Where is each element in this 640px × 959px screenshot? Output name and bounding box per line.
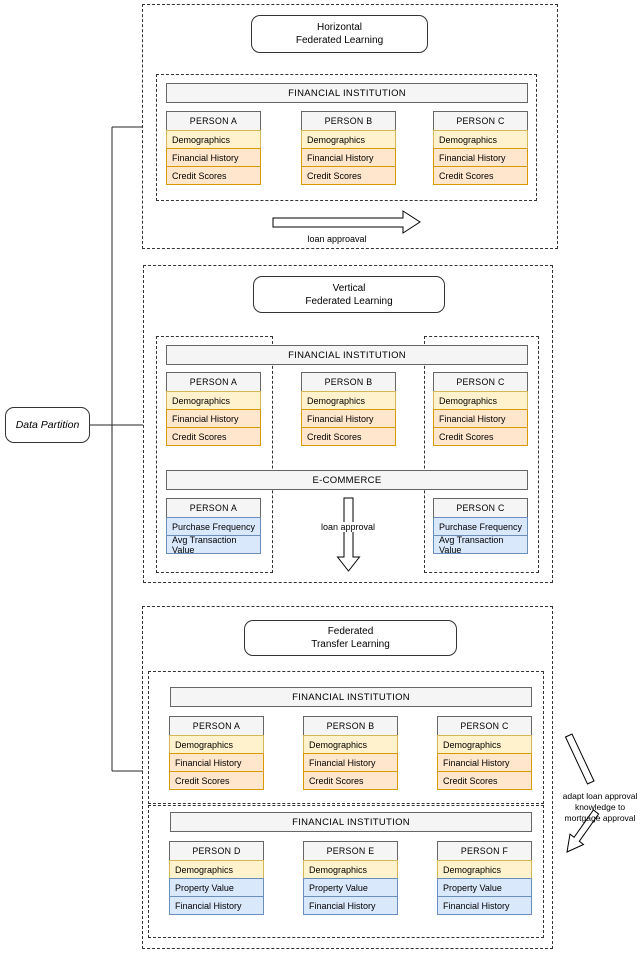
person-card-b: PERSON B Demographics Financial History … [301, 111, 396, 185]
data-field: Purchase Frequency [166, 517, 261, 536]
person-card-header: PERSON C [433, 372, 528, 392]
person-card-header: PERSON A [166, 111, 261, 131]
person-card-header: PERSON B [301, 372, 396, 392]
person-card-header: PERSON C [433, 498, 528, 518]
data-field: Demographics [301, 391, 396, 410]
vertical-title-line1: Vertical [332, 282, 366, 294]
ecommerce-bar: E-COMMERCE [166, 470, 528, 490]
person-card-f: PERSON F Demographics Property Value Fin… [437, 841, 532, 915]
data-field: Financial History [303, 753, 398, 772]
data-field: Credit Scores [166, 427, 261, 446]
person-card-b: PERSON B Demographics Financial History … [301, 372, 396, 446]
ecommerce-card-a: PERSON A Purchase Frequency Avg Transact… [166, 498, 261, 555]
horizontal-institution-box [156, 74, 537, 201]
data-field: Financial History [166, 409, 261, 428]
loan-approval-label-top: loan approaval [307, 234, 367, 244]
person-card-header: PERSON C [433, 111, 528, 131]
horizontal-title-line2: Federated Learning [295, 35, 384, 46]
data-field: Avg Transaction Value [433, 535, 528, 555]
data-field: Financial History [433, 148, 528, 167]
data-field: Credit Scores [303, 771, 398, 790]
data-field: Credit Scores [301, 166, 396, 185]
vertical-right-partition-box [424, 336, 539, 573]
data-field: Financial History [169, 896, 264, 915]
person-card-header: PERSON A [169, 716, 264, 736]
data-field: Demographics [169, 860, 264, 879]
data-field: Demographics [437, 735, 532, 754]
vertical-title-box: Vertical Federated Learning [253, 276, 445, 313]
person-card-a: PERSON A Demographics Financial History … [169, 716, 264, 790]
ecommerce-card-c: PERSON C Purchase Frequency Avg Transact… [433, 498, 528, 555]
data-field: Demographics [437, 860, 532, 879]
data-partition-node: Data Partition [5, 407, 90, 443]
data-field: Purchase Frequency [433, 517, 528, 536]
data-field: Financial History [433, 409, 528, 428]
person-card-header: PERSON B [303, 716, 398, 736]
vertical-section-box [143, 265, 553, 583]
person-card-header: PERSON F [437, 841, 532, 861]
data-field: Financial History [301, 148, 396, 167]
data-field: Avg Transaction Value [166, 535, 261, 555]
data-field: Credit Scores [301, 427, 396, 446]
institution-bar: FINANCIAL INSTITUTION [166, 83, 528, 103]
transfer-arrow-shaft [564, 733, 595, 785]
transfer-source-box [148, 671, 544, 804]
data-field: Financial History [303, 896, 398, 915]
institution-bar: FINANCIAL INSTITUTION [170, 687, 532, 707]
transfer-title-line2: Transfer Learning [311, 639, 390, 650]
data-field: Financial History [437, 753, 532, 772]
data-field: Credit Scores [166, 166, 261, 185]
loan-approval-label-middle: loan approval [318, 522, 378, 532]
data-field: Credit Scores [433, 427, 528, 446]
data-field: Property Value [303, 878, 398, 897]
person-card-header: PERSON B [301, 111, 396, 131]
data-field: Credit Scores [433, 166, 528, 185]
person-card-c: PERSON C Demographics Financial History … [433, 111, 528, 185]
data-field: Demographics [166, 391, 261, 410]
data-field: Financial History [169, 753, 264, 772]
data-partition-label: Data Partition [15, 418, 80, 431]
person-card-b: PERSON B Demographics Financial History … [303, 716, 398, 790]
vertical-left-partition-box [156, 336, 273, 573]
person-card-c: PERSON C Demographics Financial History … [433, 372, 528, 446]
person-card-header: PERSON A [166, 372, 261, 392]
institution-bar: FINANCIAL INSTITUTION [166, 345, 528, 365]
data-field: Credit Scores [437, 771, 532, 790]
data-field: Demographics [303, 735, 398, 754]
person-card-d: PERSON D Demographics Property Value Fin… [169, 841, 264, 915]
data-field: Financial History [166, 148, 261, 167]
data-field: Demographics [166, 130, 261, 149]
horizontal-title-box: Horizontal Federated Learning [251, 15, 428, 53]
data-field: Demographics [433, 130, 528, 149]
data-field: Demographics [301, 130, 396, 149]
data-field: Property Value [437, 878, 532, 897]
transfer-arrow-label: adapt loan approval knowledge to mortgag… [562, 791, 638, 823]
vertical-title-line2: Federated Learning [305, 295, 393, 307]
person-card-e: PERSON E Demographics Property Value Fin… [303, 841, 398, 915]
data-field: Credit Scores [169, 771, 264, 790]
data-field: Financial History [301, 409, 396, 428]
transfer-section-box [142, 606, 553, 949]
person-card-header: PERSON D [169, 841, 264, 861]
person-card-header: PERSON A [166, 498, 261, 518]
data-field: Demographics [169, 735, 264, 754]
data-field: Demographics [433, 391, 528, 410]
transfer-target-box [148, 805, 544, 938]
data-field: Demographics [303, 860, 398, 879]
person-card-header: PERSON C [437, 716, 532, 736]
transfer-title-line1: Federated [327, 626, 374, 637]
transfer-title-box: Federated Transfer Learning [244, 620, 457, 656]
data-field: Property Value [169, 878, 264, 897]
institution-bar: FINANCIAL INSTITUTION [170, 812, 532, 832]
data-field: Financial History [437, 896, 532, 915]
person-card-a: PERSON A Demographics Financial History … [166, 372, 261, 446]
person-card-a: PERSON A Demographics Financial History … [166, 111, 261, 185]
horizontal-title-line1: Horizontal [316, 22, 363, 33]
person-card-header: PERSON E [303, 841, 398, 861]
person-card-c: PERSON C Demographics Financial History … [437, 716, 532, 790]
